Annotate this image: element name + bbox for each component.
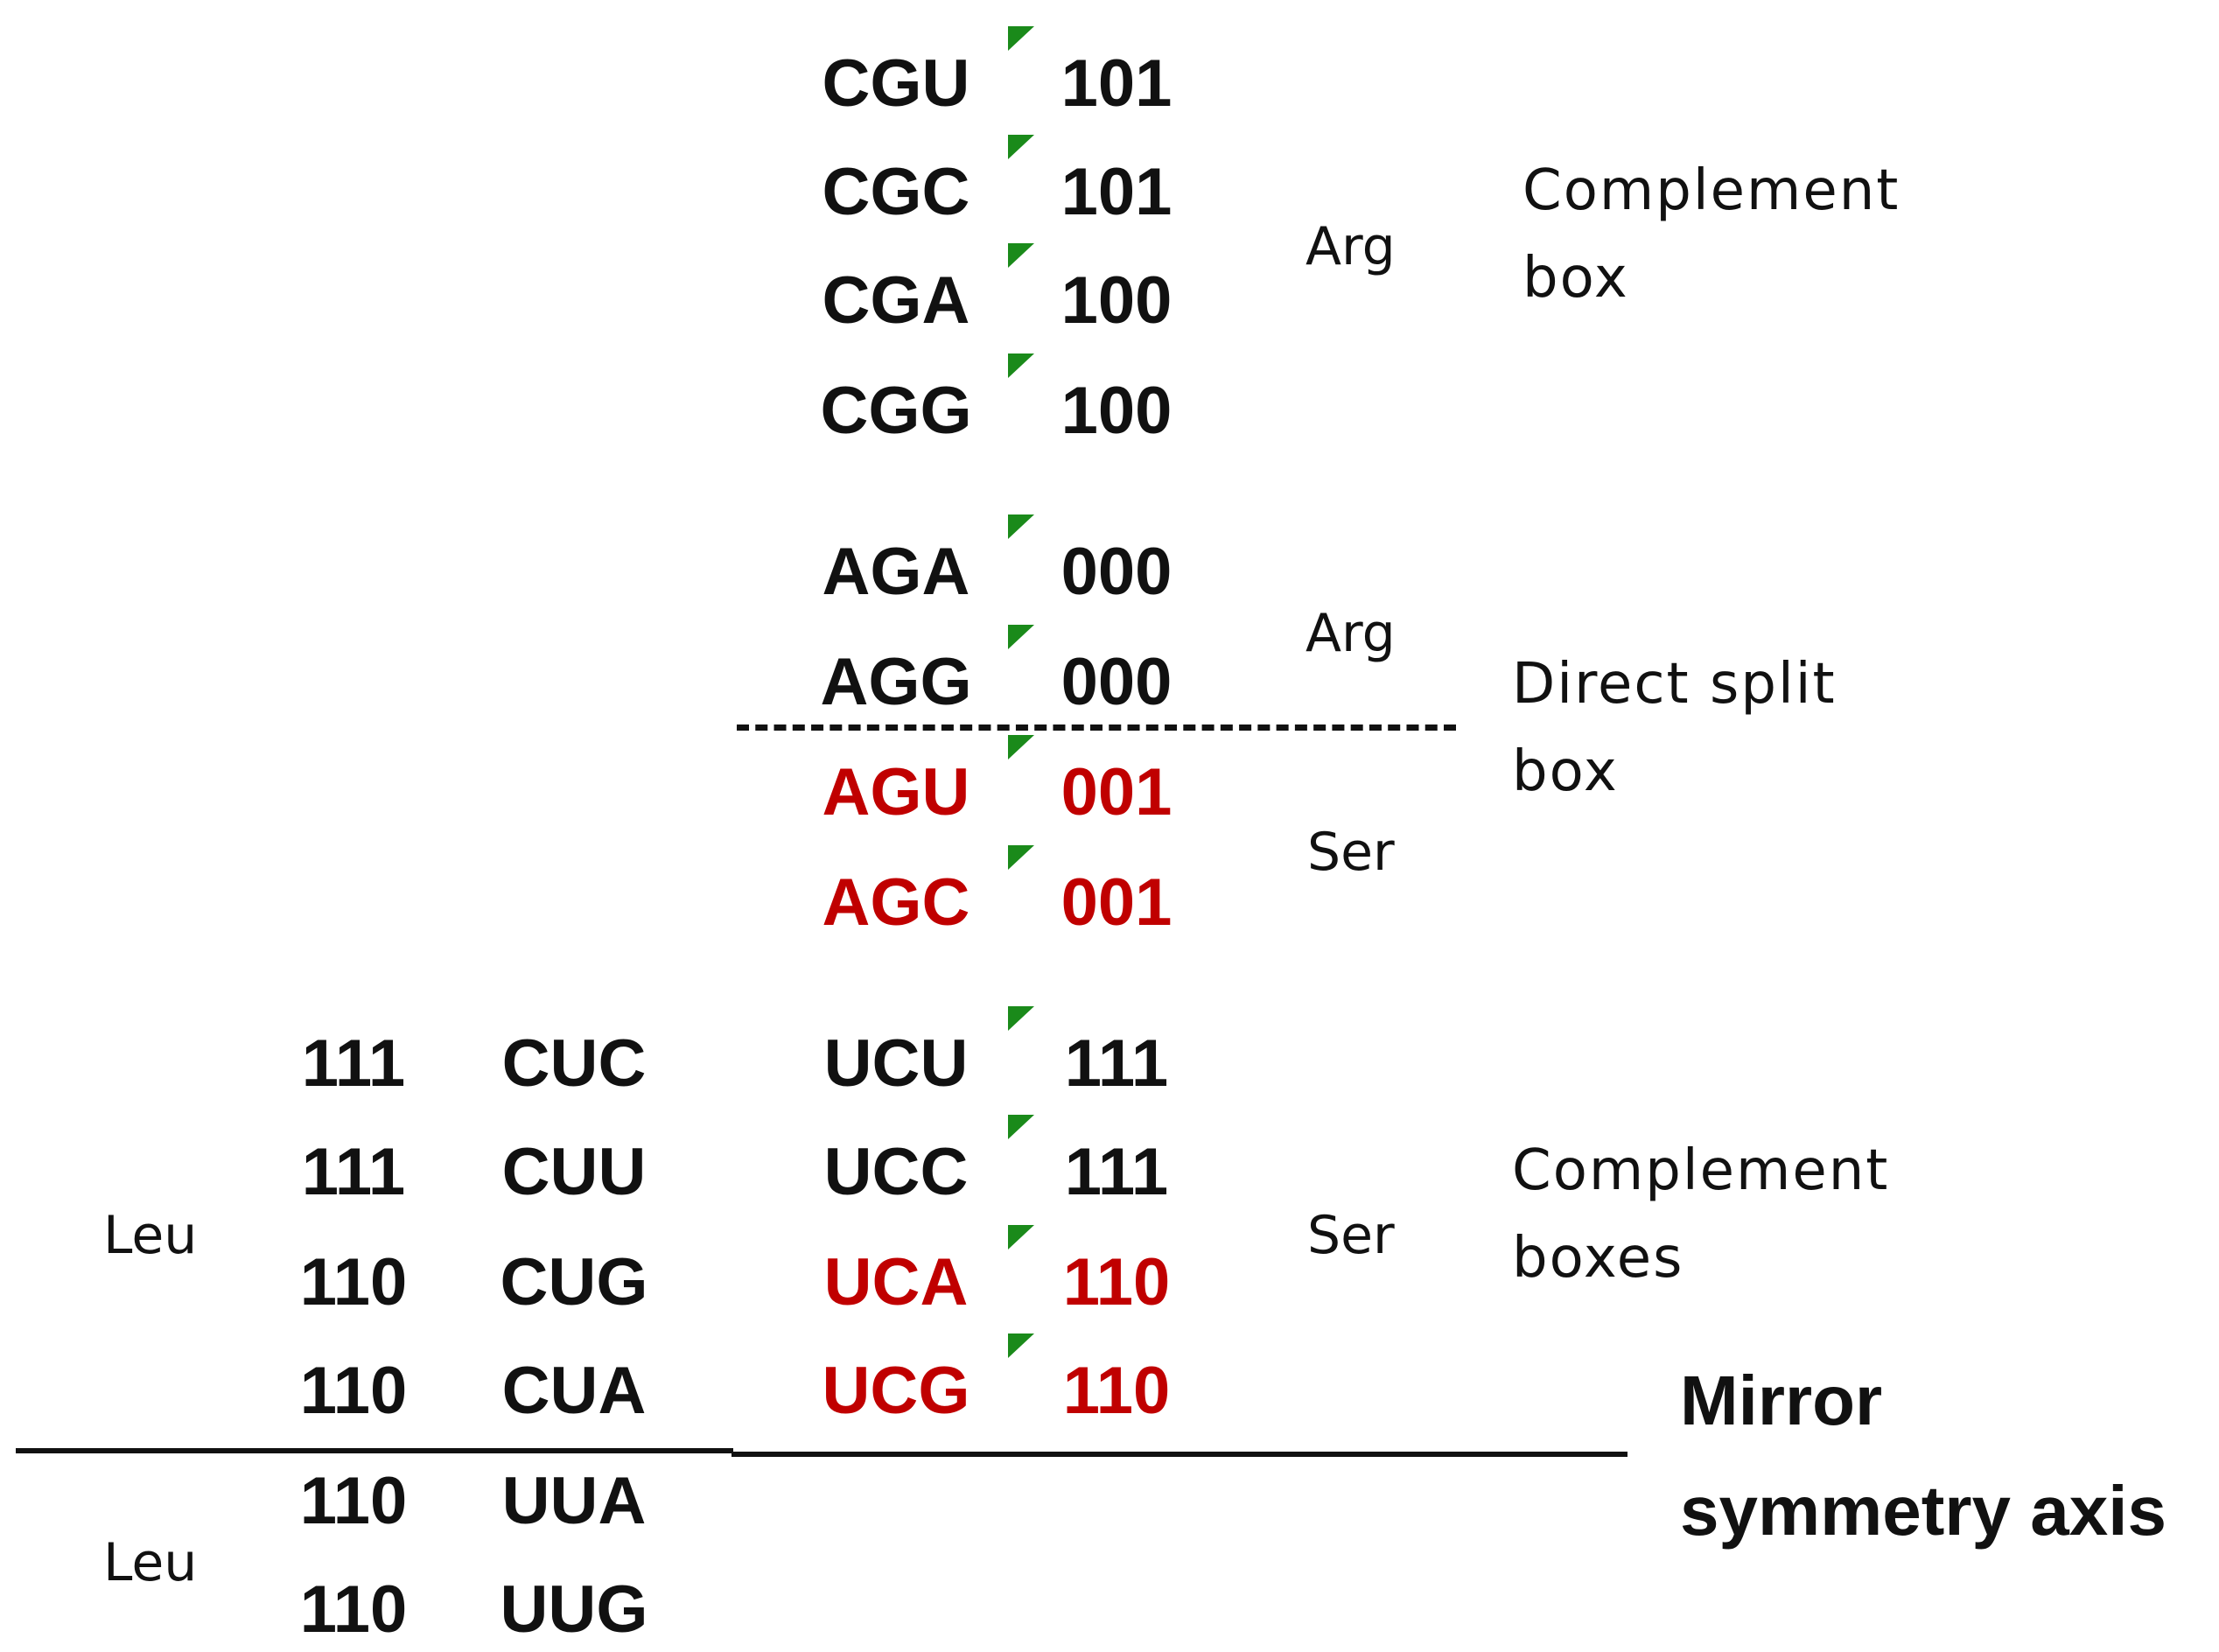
- green-flag-icon: [1008, 26, 1034, 51]
- split-dashed-line: [737, 724, 1456, 731]
- green-flag-icon: [1008, 1115, 1034, 1139]
- green-flag-icon: [1008, 243, 1034, 268]
- binary-code-label: 100: [1060, 374, 1172, 448]
- binary-code-label: 111: [1064, 1026, 1169, 1101]
- amino-acid-label-leu: Leu: [103, 1532, 198, 1593]
- binary-code-label: 000: [1060, 645, 1172, 719]
- codon-label: CUG: [500, 1245, 648, 1320]
- green-flag-icon: [1008, 514, 1034, 539]
- green-flag-icon: [1008, 1225, 1034, 1250]
- binary-code-label: 110: [299, 1572, 408, 1647]
- codon-label: CUA: [501, 1354, 647, 1428]
- binary-code-label: 110: [1062, 1245, 1171, 1320]
- codon-label: CUC: [501, 1026, 647, 1101]
- binary-code-label: 101: [1060, 46, 1172, 121]
- codon-label: UCA: [823, 1245, 969, 1320]
- codon-label: CGA: [822, 263, 970, 338]
- codon-label: AGA: [822, 535, 970, 609]
- binary-code-label: 110: [299, 1245, 408, 1320]
- binary-code-label: 001: [1060, 865, 1172, 940]
- binary-code-label: 110: [299, 1464, 408, 1538]
- green-flag-icon: [1008, 354, 1034, 378]
- note-line: Complement: [1522, 158, 1900, 223]
- codon-label: AGG: [820, 645, 972, 719]
- codon-label: CGC: [822, 155, 970, 229]
- binary-code-label: 001: [1060, 755, 1172, 830]
- note-line: box: [1512, 739, 1619, 804]
- green-flag-icon: [1008, 735, 1034, 760]
- binary-code-label: 101: [1060, 155, 1172, 229]
- note-line: box: [1522, 246, 1629, 311]
- note-direct-split-box: Direct split box: [1512, 640, 1837, 816]
- binary-code-label: 111: [301, 1026, 406, 1101]
- amino-acid-label-ser: Ser: [1307, 822, 1395, 883]
- green-flag-icon: [1008, 625, 1034, 649]
- note-complement-box: Complement box: [1522, 147, 1900, 322]
- codon-label: CGU: [822, 46, 970, 121]
- amino-acid-label-arg: Arg: [1306, 603, 1396, 664]
- codon-label: AGU: [822, 755, 970, 830]
- binary-code-label: 100: [1060, 263, 1172, 338]
- codon-label: UUA: [501, 1464, 647, 1538]
- mirror-axis-label: Mirror symmetry axis: [1680, 1346, 2166, 1566]
- codon-label: CUU: [501, 1135, 647, 1209]
- binary-code-label: 110: [1062, 1354, 1171, 1428]
- binary-code-label: 110: [299, 1354, 408, 1428]
- note-line: Direct split: [1512, 652, 1837, 717]
- codon-label: UCC: [823, 1135, 969, 1209]
- amino-acid-label-leu: Leu: [103, 1205, 198, 1266]
- green-flag-icon: [1008, 1334, 1034, 1358]
- green-flag-icon: [1008, 1006, 1034, 1031]
- codon-label: UCU: [823, 1026, 969, 1101]
- note-line: Complement: [1512, 1138, 1890, 1203]
- codon-label: AGC: [822, 865, 970, 940]
- mirror-symmetry-axis-line: [732, 1452, 1628, 1457]
- binary-code-label: 000: [1060, 535, 1172, 609]
- codon-label: CGG: [820, 374, 972, 448]
- binary-code-label: 111: [301, 1135, 406, 1209]
- axis-label-line: Mirror: [1680, 1362, 1883, 1439]
- codon-label: UCG: [822, 1354, 970, 1428]
- axis-label-line: symmetry axis: [1680, 1472, 2166, 1550]
- green-flag-icon: [1008, 845, 1034, 870]
- note-complement-boxes: Complement boxes: [1512, 1127, 1889, 1302]
- binary-code-label: 111: [1064, 1135, 1169, 1209]
- mirror-symmetry-axis-line: [16, 1448, 733, 1453]
- note-line: boxes: [1512, 1226, 1684, 1291]
- codon-label: UUG: [500, 1572, 648, 1647]
- amino-acid-label-ser: Ser: [1307, 1205, 1395, 1266]
- amino-acid-label-arg: Arg: [1306, 216, 1396, 277]
- green-flag-icon: [1008, 135, 1034, 159]
